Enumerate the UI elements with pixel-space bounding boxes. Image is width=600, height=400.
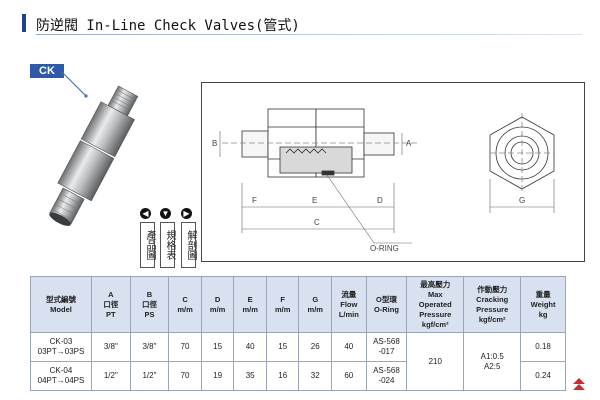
a-cell: 3/8" (91, 332, 131, 362)
dim-e-label: E (312, 196, 317, 205)
g-cell: 32 (298, 361, 333, 391)
nav-right-arrow-icon[interactable]: ▶ (181, 208, 192, 219)
flow-cell: 40 (331, 332, 367, 362)
d-cell: 19 (200, 361, 235, 391)
page-header: 防逆閥 In-Line Check Valves(管式) (22, 12, 582, 35)
oring-cell: AS-568-017 (365, 332, 408, 362)
f-cell: 15 (265, 332, 300, 362)
weight-cell: 0.24 (520, 361, 566, 391)
technical-drawing: B A F E D C O-RING G (201, 82, 585, 262)
nav-down-arrow-icon[interactable]: ▼ (160, 208, 171, 219)
product-image-button[interactable]: 產品圖 (140, 222, 155, 268)
f-cell: 16 (265, 361, 300, 391)
oring-cell: AS-568-024 (365, 361, 408, 391)
end-view (489, 113, 555, 213)
view-nav: ◀ ▼ ▶ 產品圖 規格表 解剖圖 (140, 208, 210, 268)
b-cell: 3/8" (129, 332, 170, 362)
dim-c-label: C (314, 218, 320, 227)
b-cell: 1/2" (129, 361, 170, 391)
e-cell: 35 (233, 361, 267, 391)
product-photo (49, 85, 139, 226)
back-to-top-icon[interactable] (572, 378, 586, 392)
max-pressure-cell: 210 (406, 332, 465, 391)
weight-cell: 0.18 (520, 332, 566, 362)
spec-sheet-button[interactable]: 規格表 (160, 222, 175, 268)
model-tag-leader (61, 71, 88, 98)
dim-a-label: A (406, 139, 412, 148)
drawing-svg: B A F E D C O-RING G (212, 108, 555, 253)
d-cell: 15 (200, 332, 235, 362)
a-cell: 1/2" (91, 361, 131, 391)
model-tag: CK (30, 64, 64, 78)
title-accent-bar (22, 14, 26, 32)
g-cell: 26 (298, 332, 333, 362)
dim-g-label: G (519, 196, 525, 205)
nav-left-arrow-icon[interactable]: ◀ (140, 208, 151, 219)
dim-d-label: D (377, 196, 383, 205)
flow-cell: 60 (331, 361, 367, 391)
c-cell: 70 (168, 332, 202, 362)
title-underline (36, 34, 582, 35)
e-cell: 40 (233, 332, 267, 362)
page-title: 防逆閥 In-Line Check Valves(管式) (36, 18, 300, 34)
dim-f-label: F (252, 196, 257, 205)
dimension-lines (219, 131, 412, 244)
dim-b-label: B (212, 139, 217, 148)
c-cell: 70 (168, 361, 202, 391)
oring-label: O-RING (370, 244, 399, 253)
side-view (222, 108, 417, 178)
cutaway-view-button[interactable]: 解剖圖 (181, 222, 196, 268)
